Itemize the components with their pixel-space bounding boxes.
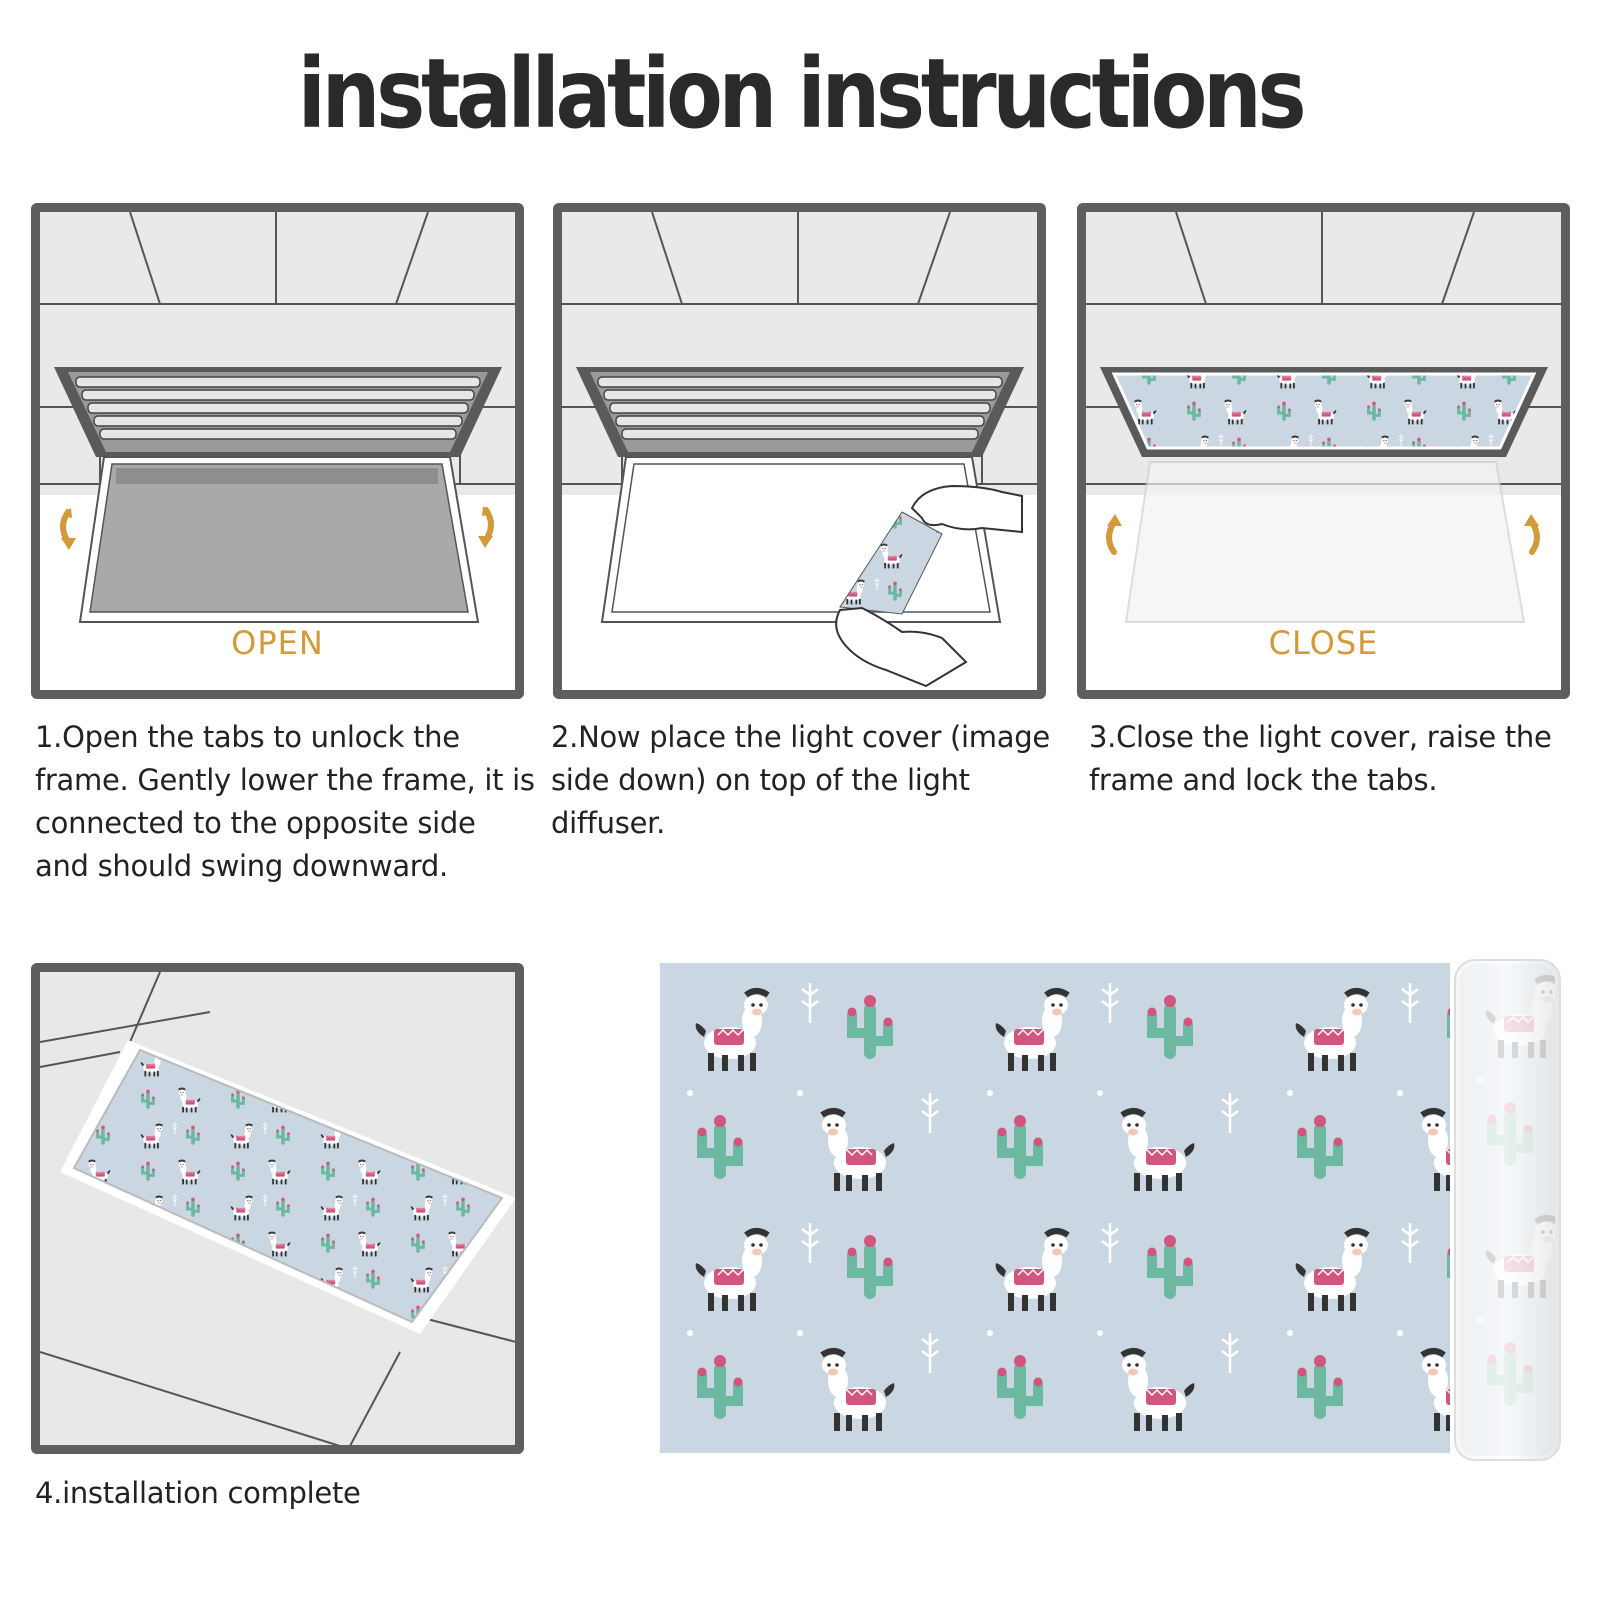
step-3-caption: 3.Close the light cover, raise the frame… [1089,720,1552,797]
llama-pattern-sample [660,963,1450,1453]
open-label: OPEN [231,624,324,662]
step-2-panel [553,203,1046,699]
step-1-panel: OPEN [31,203,524,699]
step-2-caption: 2.Now place the light cover (image side … [551,720,1050,840]
close-label: CLOSE [1268,624,1379,662]
rolled-cover [1450,950,1565,1470]
step-3-panel: CLOSE [1077,203,1570,699]
step-1-caption: 1.Open the tabs to unlock the frame. Gen… [35,720,535,883]
page-title: installation instructions [297,38,1307,150]
step-4-caption: 4.installation complete [35,1476,361,1510]
step-4-panel [31,963,524,1454]
hand-icon [835,484,1023,688]
